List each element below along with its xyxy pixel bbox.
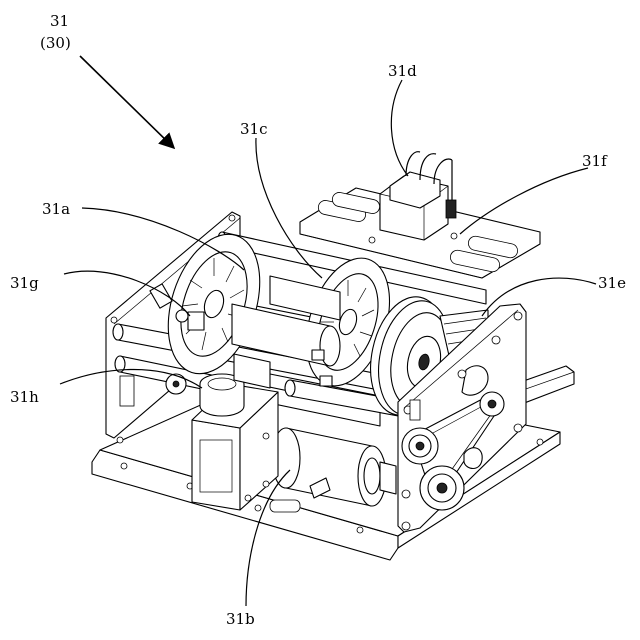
callout-31a: 31a <box>42 200 70 218</box>
callout-31e: 31e <box>598 274 626 292</box>
callout-31c: 31c <box>240 120 268 138</box>
main-label: 31 <box>50 12 69 30</box>
callout-31h: 31h <box>10 388 39 406</box>
callout-31g: 31g <box>10 274 39 292</box>
callout-31d: 31d <box>388 62 417 80</box>
callout-31b: 31b <box>226 610 255 628</box>
component-31d <box>380 152 456 240</box>
pointer-arrow <box>80 56 174 148</box>
main-label-sub: (30) <box>40 34 71 52</box>
callout-31f: 31f <box>582 152 608 170</box>
